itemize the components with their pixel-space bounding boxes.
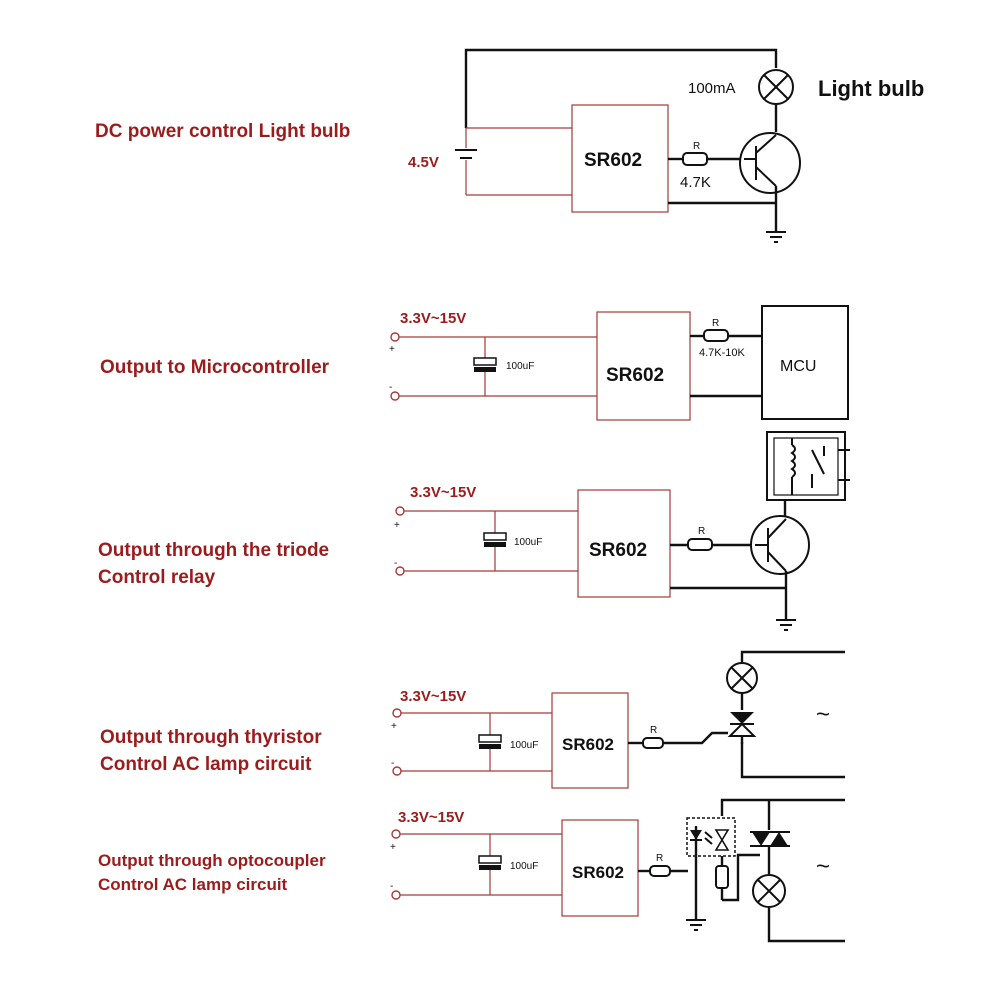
sr602-module xyxy=(577,489,671,598)
plus-sign: + xyxy=(391,721,397,732)
lamp-symbol xyxy=(726,662,758,694)
minus-sign: - xyxy=(389,382,392,393)
terminal-minus xyxy=(391,890,401,900)
sr602-label: SR602 xyxy=(606,365,664,386)
transistor-symbol xyxy=(739,104,801,232)
sr602-label: SR602 xyxy=(572,863,624,882)
ground-symbol xyxy=(686,919,706,931)
resistor-value-label: 4.7K xyxy=(680,174,711,191)
triac-symbol xyxy=(750,800,790,874)
ac-wire-bottom xyxy=(740,742,845,779)
sr602-module xyxy=(561,819,639,917)
terminal-plus xyxy=(392,708,402,718)
capacitor-label: 100uF xyxy=(514,537,542,548)
section-5-voltage: 3.3V~15V xyxy=(398,809,464,826)
section-4-title-line-2: Control AC lamp circuit xyxy=(100,754,312,775)
resistor-marker: R xyxy=(693,141,700,152)
sr602-module xyxy=(571,104,669,213)
section-3-title-line-2: Control relay xyxy=(98,567,216,588)
capacitor-label: 100uF xyxy=(510,861,538,872)
section-3-title-line-1: Output through the triode xyxy=(98,540,329,561)
optocoupler-symbol xyxy=(686,817,736,920)
ground-symbol xyxy=(766,231,786,243)
resistor-value-label: 4.7K-10K xyxy=(699,347,746,359)
ac-wire-top xyxy=(740,650,845,694)
resistor-symbol xyxy=(687,538,713,551)
capacitor-label: 100uF xyxy=(510,740,538,751)
sr602-label: SR602 xyxy=(584,150,642,171)
resistor-marker: R xyxy=(650,725,657,736)
section-2-title: Output to Microcontroller xyxy=(100,357,330,378)
plus-sign: + xyxy=(394,520,400,531)
section-2-voltage: 3.3V~15V xyxy=(400,310,466,327)
mcu-box xyxy=(761,305,849,420)
capacitor-symbol xyxy=(478,834,502,895)
resistor-symbol xyxy=(682,152,708,166)
lamp-symbol xyxy=(752,874,786,908)
optocoupler-resistor xyxy=(715,856,729,900)
mcu-label: MCU xyxy=(780,358,816,375)
section-thyristor-ac-lamp: Output through thyristor Control AC lamp… xyxy=(100,650,845,789)
transistor-symbol xyxy=(750,515,810,620)
terminal-minus xyxy=(390,391,400,401)
gate-wire xyxy=(722,853,760,902)
ac-source-symbol: ~ xyxy=(816,853,830,880)
ac-wire-top xyxy=(720,798,845,816)
resistor-marker: R xyxy=(712,318,719,329)
section-output-to-mcu: Output to Microcontroller 3.3V~15V + - 1… xyxy=(100,305,849,421)
minus-sign: - xyxy=(394,558,397,569)
capacitor-label: 100uF xyxy=(506,361,534,372)
lamp-symbol xyxy=(758,69,794,105)
battery-voltage-label: 4.5V xyxy=(408,154,439,171)
sr602-label: SR602 xyxy=(562,735,614,754)
capacitor-symbol xyxy=(478,713,502,771)
section-5-title-line-1: Output through optocoupler xyxy=(98,851,326,870)
section-triode-relay: Output through the triode Control relay … xyxy=(98,431,850,631)
section-4-title-line-1: Output through thyristor xyxy=(100,727,322,748)
resistor-marker: R xyxy=(656,853,663,864)
sr602-label: SR602 xyxy=(589,540,647,561)
section-1-title: DC power control Light bulb xyxy=(95,121,350,142)
terminal-plus xyxy=(391,829,401,839)
resistor-symbol xyxy=(649,865,671,877)
plus-sign: + xyxy=(389,344,395,355)
sr602-module xyxy=(551,692,629,789)
plus-sign: + xyxy=(390,842,396,853)
capacitor-symbol xyxy=(483,511,507,571)
battery-symbol xyxy=(455,127,572,196)
minus-sign: - xyxy=(391,758,394,769)
resistor-symbol xyxy=(642,737,664,749)
section-optocoupler-ac-lamp: Output through optocoupler Control AC la… xyxy=(98,798,845,943)
thyristor-symbol xyxy=(727,693,757,744)
top-wire xyxy=(464,48,778,128)
gate-wire xyxy=(663,731,728,745)
lamp-current-label: 100mA xyxy=(688,80,736,97)
lamp-name-label: Light bulb xyxy=(818,76,924,101)
section-4-voltage: 3.3V~15V xyxy=(400,688,466,705)
section-5-title-line-2: Control AC lamp circuit xyxy=(98,875,288,894)
capacitor-symbol xyxy=(473,337,497,396)
sr602-module xyxy=(596,311,691,421)
relay-symbol xyxy=(766,431,850,501)
resistor-marker: R xyxy=(698,526,705,537)
minus-sign: - xyxy=(390,881,393,892)
section-3-voltage: 3.3V~15V xyxy=(410,484,476,501)
ground-symbol xyxy=(776,619,796,631)
terminal-plus xyxy=(395,506,405,516)
ac-source-symbol: ~ xyxy=(816,701,830,728)
ac-wire-bottom xyxy=(767,907,845,943)
resistor-symbol xyxy=(703,329,729,342)
terminal-plus xyxy=(390,332,400,342)
section-dc-power-control: DC power control Light bulb 4.5V SR602 R… xyxy=(95,48,924,243)
